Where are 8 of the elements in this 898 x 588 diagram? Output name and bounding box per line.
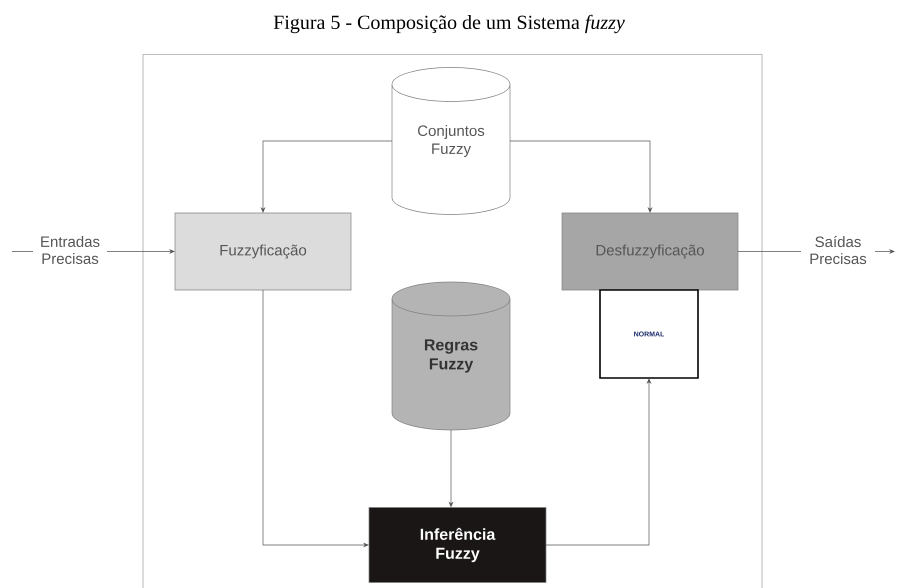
title: Figura 5 - Composição de um Sistema fuzzy bbox=[274, 14, 625, 34]
process-box: Desfuzzyficação bbox=[562, 212, 738, 290]
edge-label: Saídas Precisas bbox=[810, 236, 866, 264]
process-box: Inferência Fuzzy bbox=[368, 507, 546, 583]
process-box: Fuzzyficação bbox=[174, 212, 352, 290]
database-cylinder: Conjuntos Fuzzy bbox=[392, 67, 510, 215]
edge-label: Entradas Precisas bbox=[41, 236, 100, 264]
database-cylinder: Regras Fuzzy bbox=[392, 282, 510, 430]
